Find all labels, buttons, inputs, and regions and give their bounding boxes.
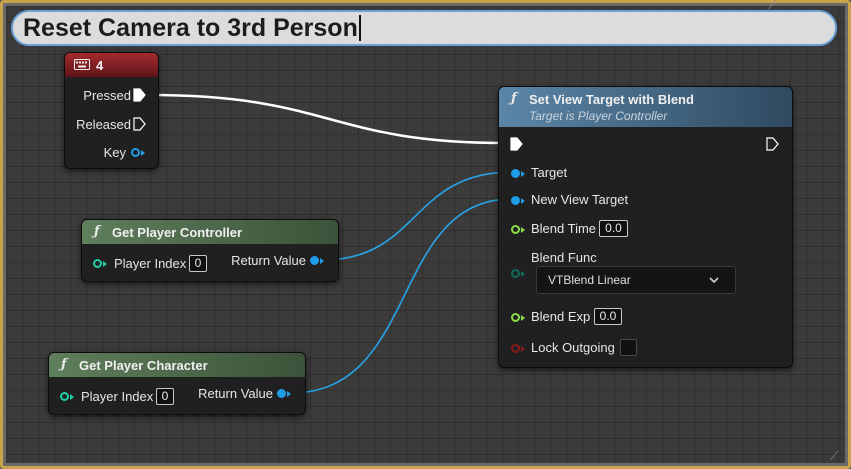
pin-arrow bbox=[320, 258, 324, 264]
blend-func-label: Blend Func bbox=[531, 250, 597, 265]
exec-wire bbox=[149, 93, 506, 145]
comment-title-text: Reset Camera to 3rd Person bbox=[23, 14, 358, 42]
chevron-down-icon bbox=[709, 277, 719, 284]
blend-exp-label: Blend Exp bbox=[531, 309, 591, 324]
player-index-label: Player Index bbox=[114, 256, 187, 271]
key-label: 4 bbox=[96, 58, 104, 73]
comment-title-field[interactable]: Reset Camera to 3rd Person bbox=[11, 10, 837, 46]
player-index-input[interactable]: 0 bbox=[189, 255, 207, 272]
get-player-controller-node[interactable]: ƒ Get Player Controller Player Index 0 R… bbox=[81, 219, 339, 282]
set-view-target-with-blend-node[interactable]: ƒ Set View Target with Blend Target is P… bbox=[498, 86, 793, 368]
target-label: Target bbox=[531, 165, 568, 180]
released-exec-pin-icon[interactable] bbox=[133, 117, 146, 131]
pin-arrow bbox=[521, 346, 525, 352]
set-view-target-header: ƒ Set View Target with Blend Target is P… bbox=[499, 87, 792, 127]
node-title: Get Player Character bbox=[79, 358, 208, 373]
player-index-pin[interactable] bbox=[60, 392, 69, 401]
pin-arrow bbox=[70, 394, 74, 400]
lock-outgoing-pin[interactable] bbox=[511, 344, 520, 353]
text-cursor bbox=[358, 15, 361, 41]
node-subtitle: Target is Player Controller bbox=[529, 109, 668, 123]
blend-time-label: Blend Time bbox=[531, 221, 597, 236]
key-event-header: 4 bbox=[65, 53, 158, 77]
blend-func-selected: VTBlend Linear bbox=[548, 273, 631, 287]
return-value-pin[interactable] bbox=[310, 256, 319, 265]
object-wire-character bbox=[290, 198, 513, 394]
exec-in-pin-icon[interactable] bbox=[510, 137, 523, 151]
lock-outgoing-checkbox[interactable] bbox=[620, 339, 637, 356]
object-wire-controller bbox=[321, 171, 513, 261]
pin-arrow bbox=[521, 271, 525, 277]
pin-arrow bbox=[521, 227, 525, 233]
blend-exp-pin[interactable] bbox=[511, 313, 520, 322]
get-player-character-header: ƒ Get Player Character bbox=[49, 353, 305, 377]
function-icon: ƒ bbox=[94, 224, 100, 239]
node-title: Get Player Controller bbox=[112, 225, 243, 240]
player-index-label: Player Index bbox=[81, 389, 154, 404]
blend-func-pin[interactable] bbox=[511, 269, 520, 278]
resize-grip-icon[interactable]: ⟋ bbox=[830, 449, 839, 463]
blend-func-dropdown[interactable]: VTBlend Linear bbox=[536, 266, 736, 294]
pin-arrow bbox=[287, 391, 291, 397]
blend-time-input[interactable]: 0.0 bbox=[599, 220, 628, 237]
new-view-target-label: New View Target bbox=[531, 192, 629, 207]
node-title: Set View Target with Blend bbox=[529, 92, 694, 107]
get-player-controller-header: ƒ Get Player Controller bbox=[82, 220, 338, 244]
blend-time-pin[interactable] bbox=[511, 225, 520, 234]
pin-arrow bbox=[521, 315, 525, 321]
pressed-exec-pin-icon[interactable] bbox=[133, 88, 146, 102]
return-value-label: Return Value bbox=[198, 386, 273, 401]
return-value-label: Return Value bbox=[231, 253, 306, 268]
player-index-input[interactable]: 0 bbox=[156, 388, 174, 405]
lock-outgoing-label: Lock Outgoing bbox=[531, 340, 615, 355]
exec-out-pin-icon[interactable] bbox=[766, 137, 779, 151]
player-index-pin[interactable] bbox=[93, 259, 102, 268]
keyboard-icon bbox=[74, 59, 90, 70]
resize-grip-icon[interactable]: ⟋ bbox=[768, 0, 777, 12]
key-struct-pin[interactable] bbox=[131, 148, 140, 157]
key-4-event-node[interactable]: 4 Pressed Released Key bbox=[64, 52, 159, 169]
released-label: Released bbox=[76, 117, 131, 132]
pin-arrow bbox=[141, 150, 145, 156]
pin-arrow bbox=[103, 261, 107, 267]
get-player-character-node[interactable]: ƒ Get Player Character Player Index 0 Re… bbox=[48, 352, 306, 415]
target-pin[interactable] bbox=[511, 169, 520, 178]
pin-arrow bbox=[521, 198, 525, 204]
blend-exp-input[interactable]: 0.0 bbox=[594, 308, 622, 325]
pressed-label: Pressed bbox=[83, 88, 131, 103]
key-label: Key bbox=[103, 145, 126, 160]
return-value-pin[interactable] bbox=[277, 389, 286, 398]
function-icon: ƒ bbox=[61, 357, 67, 372]
pin-arrow bbox=[521, 171, 525, 177]
new-view-target-pin[interactable] bbox=[511, 196, 520, 205]
function-icon: ƒ bbox=[511, 91, 517, 106]
